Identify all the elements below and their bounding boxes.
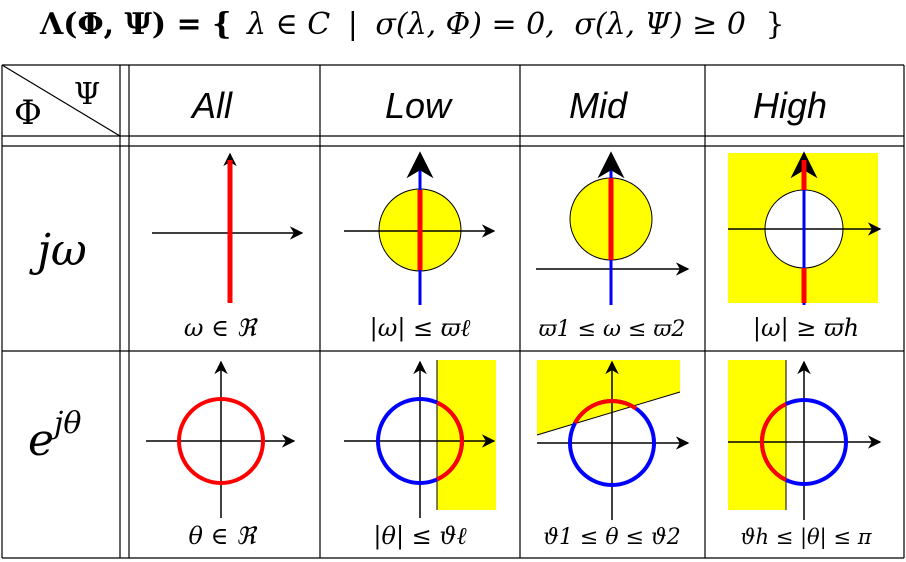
formula-lambda: λ ∈ C [246,7,330,42]
stable-arc [436,400,464,482]
table-lines [1,64,905,559]
column-header-low: Low [385,85,453,126]
stable-arc [759,402,787,482]
stable-arc [573,399,638,424]
cell-jomega-low [344,151,496,305]
formula-cond2: σ(λ, Ψ) ≥ 0 [574,7,746,42]
cell-jomega-all [152,152,304,303]
caption-ejtheta-mid: ϑ1 ≤ θ ≤ ϑ2 [543,525,681,550]
row-label-ejtheta-base: e [28,415,54,466]
column-header-high: High [753,85,827,126]
column-header-all: All [190,85,233,126]
region-wedge [537,360,680,435]
caption-jomega-mid: ϖ1 ≤ ω ≤ ϖ2 [539,317,686,342]
row-label-ejtheta-sup: jθ [48,406,81,441]
formula-lhs: Λ(Φ, Ψ) = { [39,7,231,42]
corner-phi: Φ [14,93,42,133]
cell-ejtheta-high [728,360,882,520]
caption-ejtheta-all: θ ∈ ℜ [188,522,257,550]
region-rect [437,360,496,510]
region-edge [536,391,681,436]
unit-circle-stable [177,397,265,485]
formula-bar: | [348,7,358,42]
cell-jomega-high [728,151,882,305]
caption-ejtheta-low: |θ| ≤ ϑℓ [373,522,466,551]
caption-jomega-high: |ω| ≥ ϖh [753,314,859,343]
caption-ejtheta-high: ϑh ≤ |θ| ≤ π [740,525,872,550]
region-rect [728,360,786,510]
row-label-ejtheta: ejθ [28,406,81,466]
cell-ejtheta-low [344,360,496,518]
row-label-jomega: jω [28,225,87,276]
caption-jomega-low: |ω| ≤ ϖℓ [370,314,471,343]
formula: Λ(Φ, Ψ) = { λ ∈ C | σ(λ, Φ) = 0, σ(λ, Ψ)… [39,7,785,42]
formula-cond1: σ(λ, Φ) = 0, [375,7,554,42]
caption-jomega-all: ω ∈ ℜ [184,314,259,342]
corner-psi: Ψ [74,77,100,112]
cell-jomega-mid [536,151,690,305]
formula-rhs: } [765,7,784,42]
cell-ejtheta-all [146,360,296,518]
column-header-mid: Mid [569,85,628,126]
cell-ejtheta-mid [536,360,690,520]
